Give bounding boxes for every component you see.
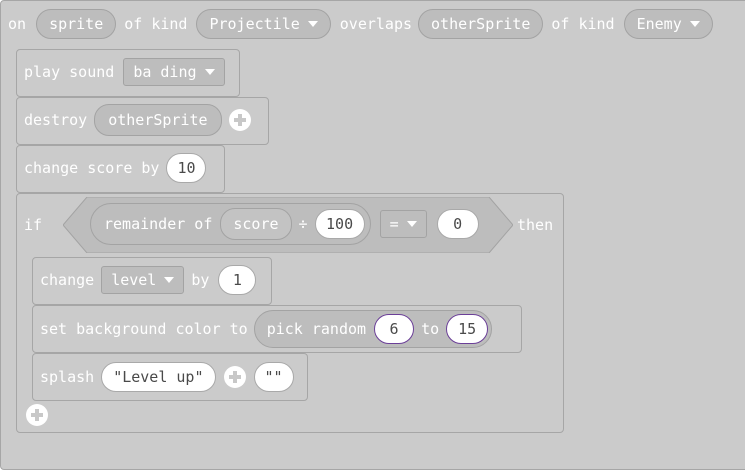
random-max-value: 15 (458, 320, 477, 338)
sprite-variable[interactable]: sprite (36, 9, 117, 39)
random-min-value: 6 (389, 320, 399, 338)
splash-subtitle-field[interactable]: "" (253, 362, 294, 392)
pick-random-label: pick random (266, 320, 367, 338)
chevron-down-icon (307, 21, 318, 27)
score-amount-value: 10 (177, 159, 196, 177)
change-level-row: change level by 1 (40, 264, 257, 296)
destroy-label: destroy (24, 111, 88, 129)
play-sound-label: play sound (24, 63, 115, 81)
level-variable-label: level (111, 271, 157, 289)
operator-label: = (389, 215, 399, 233)
then-row: then (517, 213, 553, 237)
add-else-plus-icon[interactable] (26, 404, 48, 426)
of-kind-label-2: of kind (551, 15, 615, 33)
splash-label: splash (40, 368, 95, 386)
remainder-reporter[interactable]: remainder of score ÷ 100 (90, 203, 371, 245)
random-min-field[interactable]: 6 (374, 314, 415, 344)
splash-text-value: "Level up" (113, 368, 204, 386)
overlaps-label: overlaps (339, 15, 413, 33)
operator-dropdown[interactable]: = (379, 210, 427, 238)
divisor-value: 100 (326, 215, 354, 233)
sound-dropdown-label: ba ding (133, 63, 197, 81)
change-score-row: change score by 10 (24, 152, 207, 184)
kind-dropdown-projectile-label: Projectile (209, 15, 300, 33)
divisor-field[interactable]: 100 (314, 209, 365, 239)
add-argument-plus-icon[interactable] (223, 366, 246, 388)
chevron-down-icon (164, 277, 175, 283)
compare-value: 0 (453, 215, 463, 233)
by-label: by (191, 271, 210, 289)
then-label: then (517, 216, 554, 234)
destroy-row: destroy otherSprite (24, 104, 251, 136)
of-kind-label-1: of kind (124, 15, 188, 33)
level-amount-field[interactable]: 1 (218, 265, 257, 295)
divide-label: ÷ (298, 215, 308, 233)
other-sprite-variable[interactable]: otherSprite (418, 9, 544, 39)
if-header-row: if (24, 213, 42, 237)
remainder-of-label: remainder of (104, 215, 213, 233)
play-sound-row: play sound ba ding (24, 57, 225, 87)
event-header: on sprite of kind Projectile overlaps ot… (8, 8, 713, 40)
change-score-label: change score by (24, 159, 160, 177)
change-label: change (40, 271, 95, 289)
pick-random-reporter[interactable]: pick random 6 to 15 (253, 310, 493, 348)
score-variable[interactable]: score (220, 208, 292, 240)
destroy-target-label: otherSprite (108, 111, 208, 129)
chevron-down-icon (204, 69, 215, 75)
condition-row: remainder of score ÷ 100 = 0 (90, 203, 479, 245)
chevron-down-icon (406, 221, 417, 227)
to-label: to (421, 320, 440, 338)
add-argument-plus-icon[interactable] (228, 109, 251, 131)
sound-dropdown[interactable]: ba ding (123, 58, 225, 86)
splash-subtitle-value: "" (264, 368, 283, 386)
set-background-row: set background color to pick random 6 to… (40, 310, 493, 348)
level-amount-value: 1 (232, 271, 242, 289)
chevron-down-icon (689, 21, 700, 27)
level-variable-dropdown[interactable]: level (101, 266, 185, 294)
set-background-label: set background color to (40, 320, 248, 338)
random-max-field[interactable]: 15 (446, 314, 489, 344)
sprite-variable-label: sprite (49, 15, 104, 33)
score-variable-label: score (233, 215, 279, 233)
splash-text-field[interactable]: "Level up" (101, 362, 216, 392)
kind-dropdown-projectile[interactable]: Projectile (196, 9, 331, 39)
on-label: on (8, 15, 27, 33)
splash-row: splash "Level up" "" (40, 361, 294, 393)
destroy-target-variable[interactable]: otherSprite (94, 104, 222, 136)
score-amount-field[interactable]: 10 (166, 153, 207, 183)
other-sprite-variable-label: otherSprite (431, 15, 531, 33)
kind-dropdown-enemy[interactable]: Enemy (623, 9, 713, 39)
kind-dropdown-enemy-label: Enemy (636, 15, 682, 33)
compare-value-field[interactable]: 0 (436, 209, 479, 239)
if-label: if (24, 216, 43, 234)
